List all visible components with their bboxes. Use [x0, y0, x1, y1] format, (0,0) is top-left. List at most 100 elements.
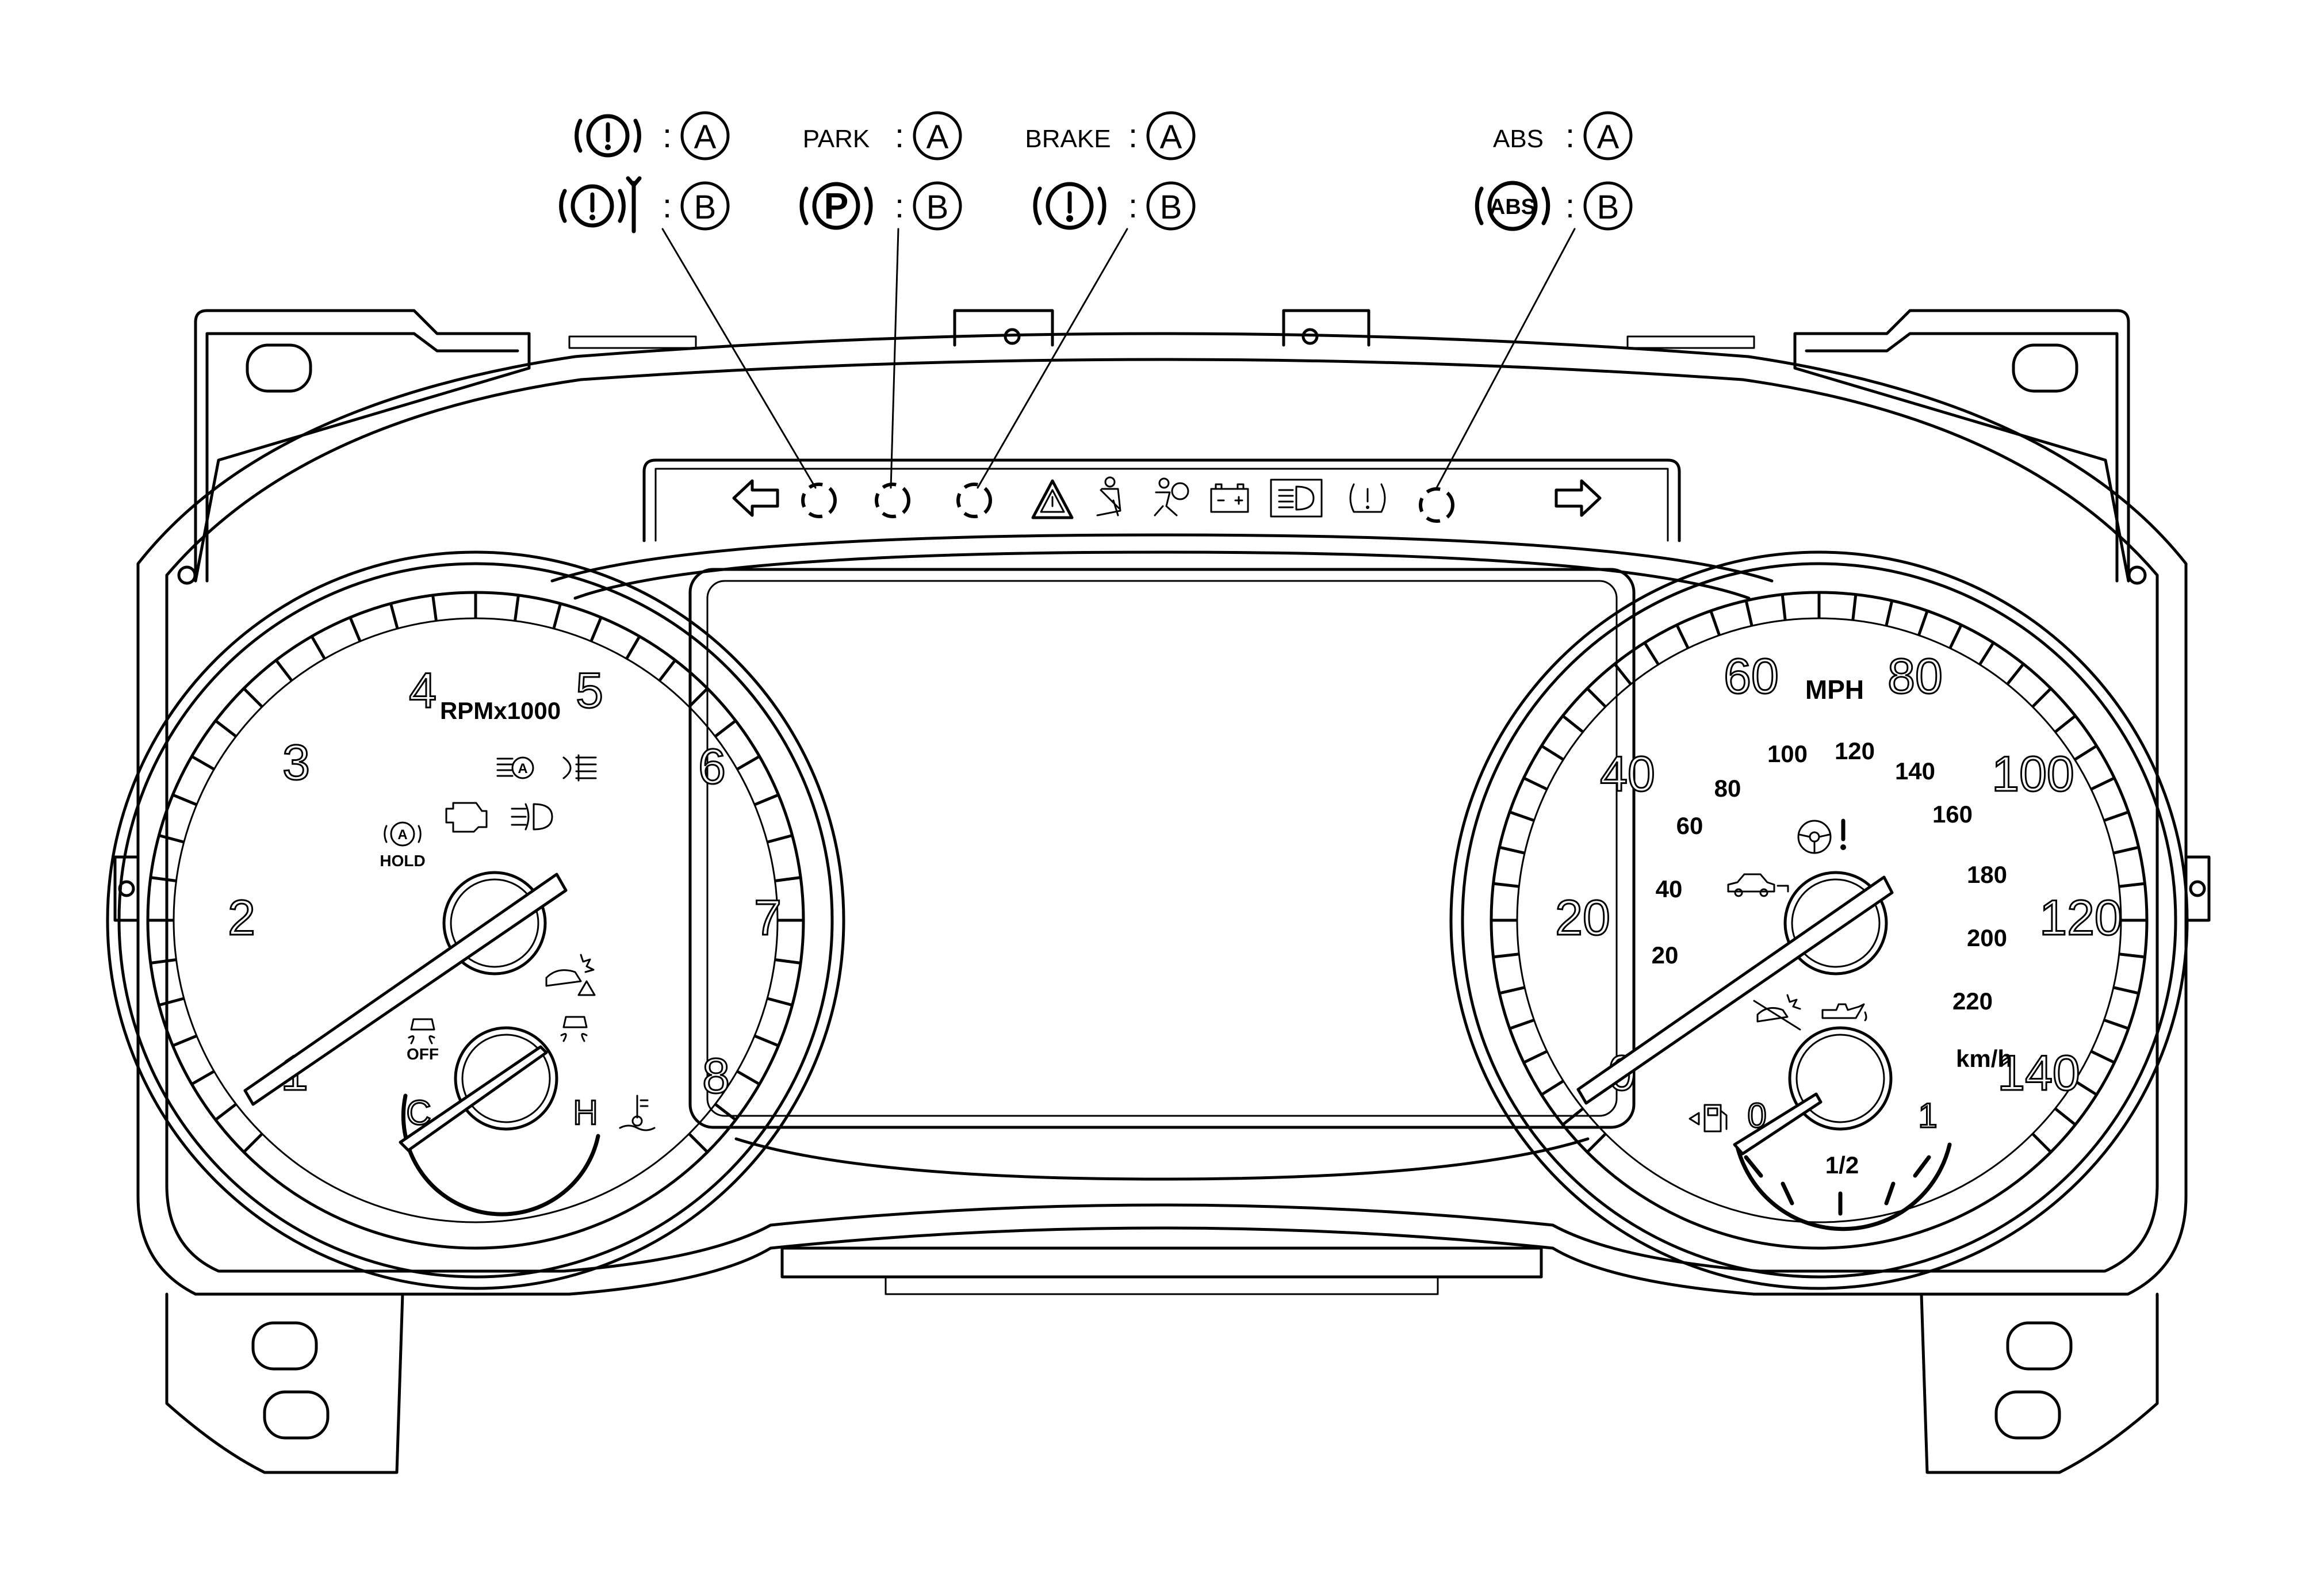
- tach-bezel-tick: [766, 997, 792, 1007]
- auto-hold-icon: A HOLD: [380, 821, 426, 870]
- oil-pressure-icon: [1821, 1003, 1867, 1022]
- brake-warning-icon: [1033, 182, 1107, 230]
- speedometer: 60 80 40 100 20 120 0 140 MPH km/h 20 40…: [1449, 550, 2189, 1290]
- tach-bezel-tick: [625, 636, 641, 660]
- legend-key-a: A: [1597, 118, 1619, 156]
- kmh-scale-220: 220: [1952, 988, 1993, 1015]
- pre-collision-icon: [545, 954, 596, 996]
- speed-bezel-tick: [1587, 1132, 1607, 1153]
- speed-bezel-tick: [1541, 1079, 1565, 1096]
- tach-bezel-tick: [159, 997, 185, 1007]
- legend-key-a: A: [926, 118, 949, 156]
- bottom-connector: [780, 1246, 1543, 1279]
- turn-left-icon: [732, 479, 779, 517]
- abs-icon: ABS: [1475, 181, 1550, 231]
- tach-bezel-tick: [658, 660, 676, 682]
- kmh-scale-100: 100: [1767, 740, 1808, 767]
- tach-bezel-tick: [766, 834, 792, 844]
- tach-bezel-tick: [513, 596, 520, 622]
- left-upper-mount-hole: [246, 343, 312, 393]
- speed-bezel-tick: [2112, 986, 2138, 994]
- kmh-scale-80: 80: [1714, 775, 1741, 802]
- speedometer-ticks: [1492, 594, 2146, 1153]
- park-letter: P: [824, 185, 849, 227]
- legend-park-a: PARK : A: [803, 111, 962, 160]
- tach-scale-3: 3: [282, 735, 310, 790]
- fuel-gauge-needle: [1733, 1092, 1823, 1156]
- legend: : A : B PARK : A: [559, 111, 1633, 489]
- speed-bezel-tick: [1524, 1050, 1548, 1063]
- legend-brake-warning-a: : A: [575, 111, 730, 160]
- legend-separator: :: [1128, 188, 1138, 225]
- abs-icon-text: ABS: [1490, 195, 1536, 219]
- power-steering-icon: [1797, 818, 1846, 854]
- tach-bezel-tick: [753, 1034, 778, 1047]
- svg-text:A: A: [518, 761, 527, 776]
- tach-bezel-tick: [159, 834, 185, 844]
- speed-bezel-tick: [2090, 1050, 2114, 1063]
- tach-bezel-tick: [173, 794, 198, 806]
- brake-warning-icon: [575, 114, 641, 158]
- rear-fog-icon: [562, 754, 597, 782]
- temp-gauge-needle: [399, 1045, 548, 1152]
- right-mounting-bracket: [1793, 309, 2130, 583]
- speed-bezel-tick: [1510, 811, 1536, 822]
- tach-bezel-tick: [151, 876, 177, 883]
- temp-cold-label: C: [406, 1093, 431, 1132]
- speed-bezel-tick: [1500, 846, 1526, 855]
- mph-scale-100: 100: [1992, 747, 2074, 802]
- speed-bezel-tick: [2031, 688, 2051, 709]
- speed-bezel-tick: [2005, 664, 2024, 686]
- legend-separator: :: [1128, 117, 1138, 155]
- tach-bezel-tick: [243, 688, 264, 709]
- center-display-screen: [688, 568, 1636, 1129]
- tach-scale-6: 6: [698, 739, 726, 794]
- legend-key-a: A: [1160, 118, 1182, 156]
- tach-bezel-tick: [192, 755, 216, 771]
- legend-separator: :: [1565, 117, 1575, 155]
- right-upper-mount-hole: [2012, 343, 2078, 393]
- traction-off-label: OFF: [407, 1045, 439, 1063]
- right-bottom-mount-hole: [1994, 1390, 2061, 1440]
- speed-bezel-tick: [1563, 1107, 1584, 1126]
- speed-bezel-tick: [1917, 611, 1928, 637]
- legend-separator: :: [895, 188, 904, 225]
- left-lower-mount-hole: [251, 1321, 318, 1371]
- coolant-temp-icon: [619, 1095, 656, 1131]
- speed-bezel-tick: [1978, 642, 1994, 666]
- legend-key-a: A: [694, 118, 717, 156]
- kmh-scale-120: 120: [1835, 737, 1875, 764]
- temperature-gauge: C H: [399, 1026, 600, 1216]
- speed-bezel-tick: [1948, 625, 1962, 649]
- tach-bezel-tick: [714, 720, 736, 738]
- kmh-scale-20: 20: [1652, 942, 1679, 969]
- tach-scale-5: 5: [576, 663, 603, 718]
- brake-warning-location: [801, 483, 837, 518]
- tach-scale-2: 2: [228, 890, 255, 946]
- park-brake-icon: P: [799, 182, 873, 230]
- speed-bezel-tick: [1851, 595, 1858, 621]
- tach-bezel-tick: [215, 720, 238, 738]
- turn-right-icon: [1555, 479, 1602, 517]
- legend-key-b: B: [1597, 189, 1619, 226]
- legend-park-b: P : B: [799, 181, 962, 231]
- speedometer-needle: [1576, 875, 1894, 1105]
- center-display: [550, 533, 1774, 1181]
- speed-bezel-tick: [1587, 688, 1607, 709]
- speed-bezel-tick: [2112, 846, 2138, 855]
- tach-scale-8: 8: [702, 1049, 730, 1104]
- kmh-scale-140: 140: [1895, 758, 1935, 785]
- traction-control-off-icon: OFF: [407, 1018, 439, 1063]
- top-tab-left: [953, 309, 1054, 347]
- mph-scale-40: 40: [1600, 747, 1655, 802]
- tach-bezel-tick: [389, 604, 399, 630]
- mph-scale-20: 20: [1555, 890, 1610, 946]
- speed-bezel-tick: [1541, 745, 1565, 762]
- legend-separator: :: [663, 188, 672, 225]
- speed-bezel-tick: [2031, 1132, 2051, 1153]
- right-lower-mount-hole: [2006, 1321, 2073, 1371]
- brake-location: [956, 483, 992, 518]
- left-lower-bracket: [165, 1292, 404, 1474]
- left-bottom-mount-hole: [263, 1390, 330, 1440]
